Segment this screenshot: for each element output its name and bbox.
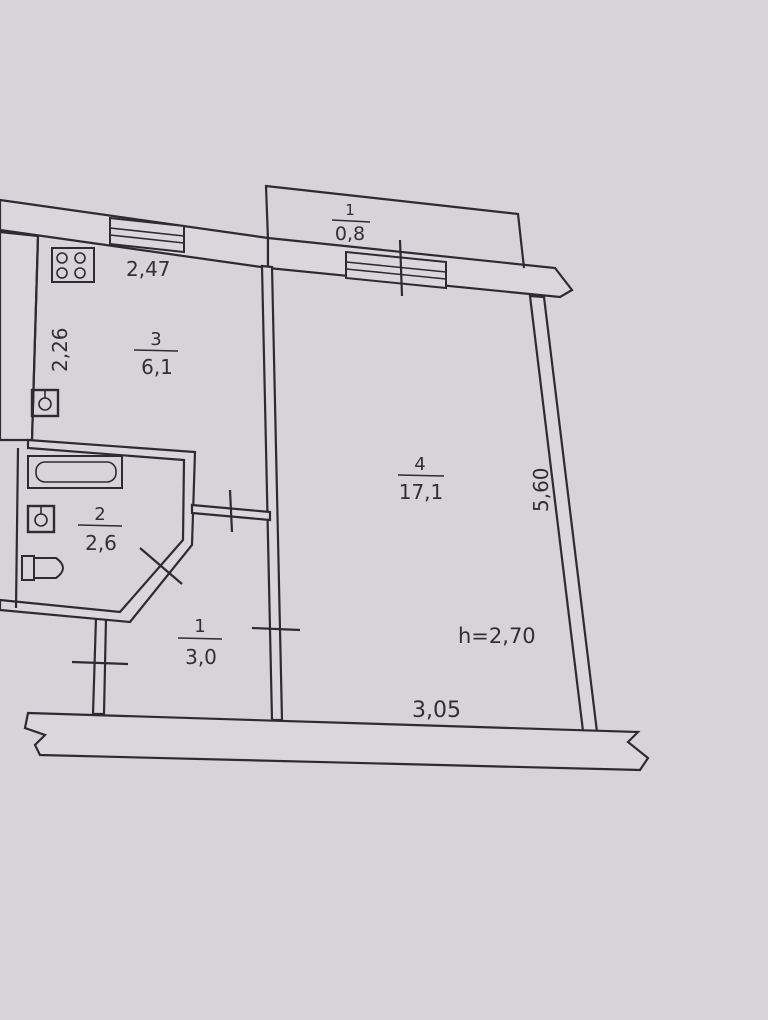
room-2-number: 2 bbox=[94, 504, 105, 525]
stove-icon bbox=[51, 247, 95, 283]
wall-partition-main bbox=[260, 264, 284, 722]
room-1-hall-number: 1 bbox=[194, 616, 205, 637]
dimension-kitchen-width: 2,47 bbox=[126, 257, 171, 281]
door-marks bbox=[71, 489, 301, 666]
balcony-outline bbox=[264, 184, 526, 269]
room-3-area: 6,1 bbox=[141, 355, 173, 379]
window-room bbox=[345, 239, 447, 297]
dimension-room-width: 3,05 bbox=[412, 698, 461, 723]
bathtub-icon bbox=[27, 455, 123, 489]
washbasin-icon bbox=[26, 504, 56, 534]
room-1-balcony-area: 0,8 bbox=[335, 223, 365, 245]
room-4-number: 4 bbox=[414, 454, 425, 475]
dimension-room-depth: 5,60 bbox=[529, 467, 553, 512]
ceiling-height: h=2,70 bbox=[458, 624, 536, 648]
dimension-kitchen-depth: 2,26 bbox=[48, 327, 72, 372]
toilet-icon bbox=[21, 555, 64, 581]
room-4-area: 17,1 bbox=[399, 480, 444, 504]
bathroom-left-wall bbox=[14, 447, 20, 609]
room-1-balcony-number: 1 bbox=[345, 201, 355, 219]
sink-icon bbox=[30, 388, 60, 418]
wall-bottom bbox=[23, 711, 650, 772]
room-1-balcony-fraction-line bbox=[331, 219, 371, 223]
window-kitchen bbox=[109, 216, 185, 254]
room-1-hall-area: 3,0 bbox=[185, 645, 217, 669]
room-2-fraction-line bbox=[77, 524, 123, 527]
room-3-fraction-line bbox=[133, 349, 179, 352]
room-4-fraction-line bbox=[397, 474, 445, 477]
room-2-area: 2,6 bbox=[85, 531, 117, 555]
wall-corridor-left bbox=[91, 616, 108, 716]
room-3-number: 3 bbox=[150, 329, 161, 350]
room-1-hall-fraction-line bbox=[177, 637, 223, 640]
